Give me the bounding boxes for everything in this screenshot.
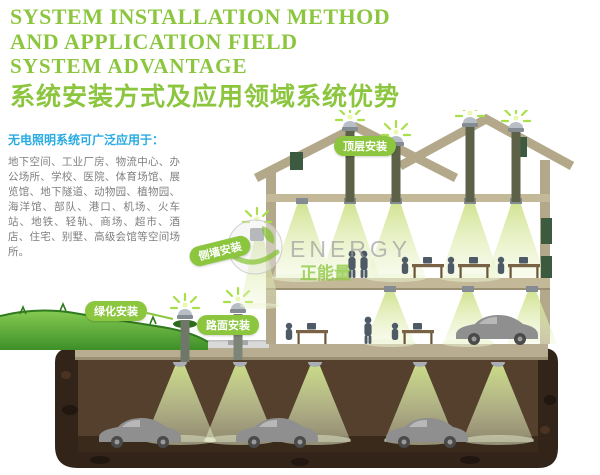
- intro-body: 地下空间、工业厂房、物流中心、办公场所、学校、医院、体育场馆、展览馆、地下隧道、…: [8, 156, 180, 258]
- watermark-brand-text: ENERGY: [290, 236, 411, 262]
- watermark-brand-cn-text: 正能量: [300, 263, 351, 284]
- desk-workstation: [285, 322, 328, 344]
- title-line-2: AND APPLICATION FIELD: [10, 29, 298, 54]
- ground-floor-lighting: [364, 286, 557, 347]
- wall-window: [541, 218, 552, 244]
- roof-collector-icon: [508, 122, 524, 132]
- roof-window: [290, 152, 303, 170]
- watermark-logo: ENERGY 正能量: [227, 219, 411, 284]
- road-install-unit: [222, 286, 254, 360]
- page-title-english: SYSTEM INSTALLATION METHOD AND APPLICATI…: [10, 4, 390, 79]
- rooftop-collectors: [334, 110, 532, 202]
- building-cross-section-illustration: ENERGY 正能量: [0, 110, 575, 468]
- greening-collector-icon: [177, 309, 193, 319]
- page-title-chinese: 系统安装方式及应用领域系统优势: [10, 82, 401, 111]
- title-line-3: SYSTEM ADVANTAGE: [10, 54, 248, 78]
- badge-roof-install: 顶层安装: [334, 136, 396, 156]
- title-line-1: SYSTEM INSTALLATION METHOD: [10, 4, 391, 29]
- badge-greening-install: 绿化安装: [85, 301, 147, 321]
- application-field-intro: 无电照明系统可广泛应用于： 地下空间、工业厂房、物流中心、办公场所、学校、医院、…: [8, 131, 180, 260]
- wall-window: [541, 256, 552, 278]
- badge-road-install: 路面安装: [197, 315, 259, 335]
- roof-collector-icon: [462, 117, 478, 127]
- greening-install-unit: [146, 292, 201, 362]
- intro-heading: 无电照明系统可广泛应用于：: [8, 133, 165, 147]
